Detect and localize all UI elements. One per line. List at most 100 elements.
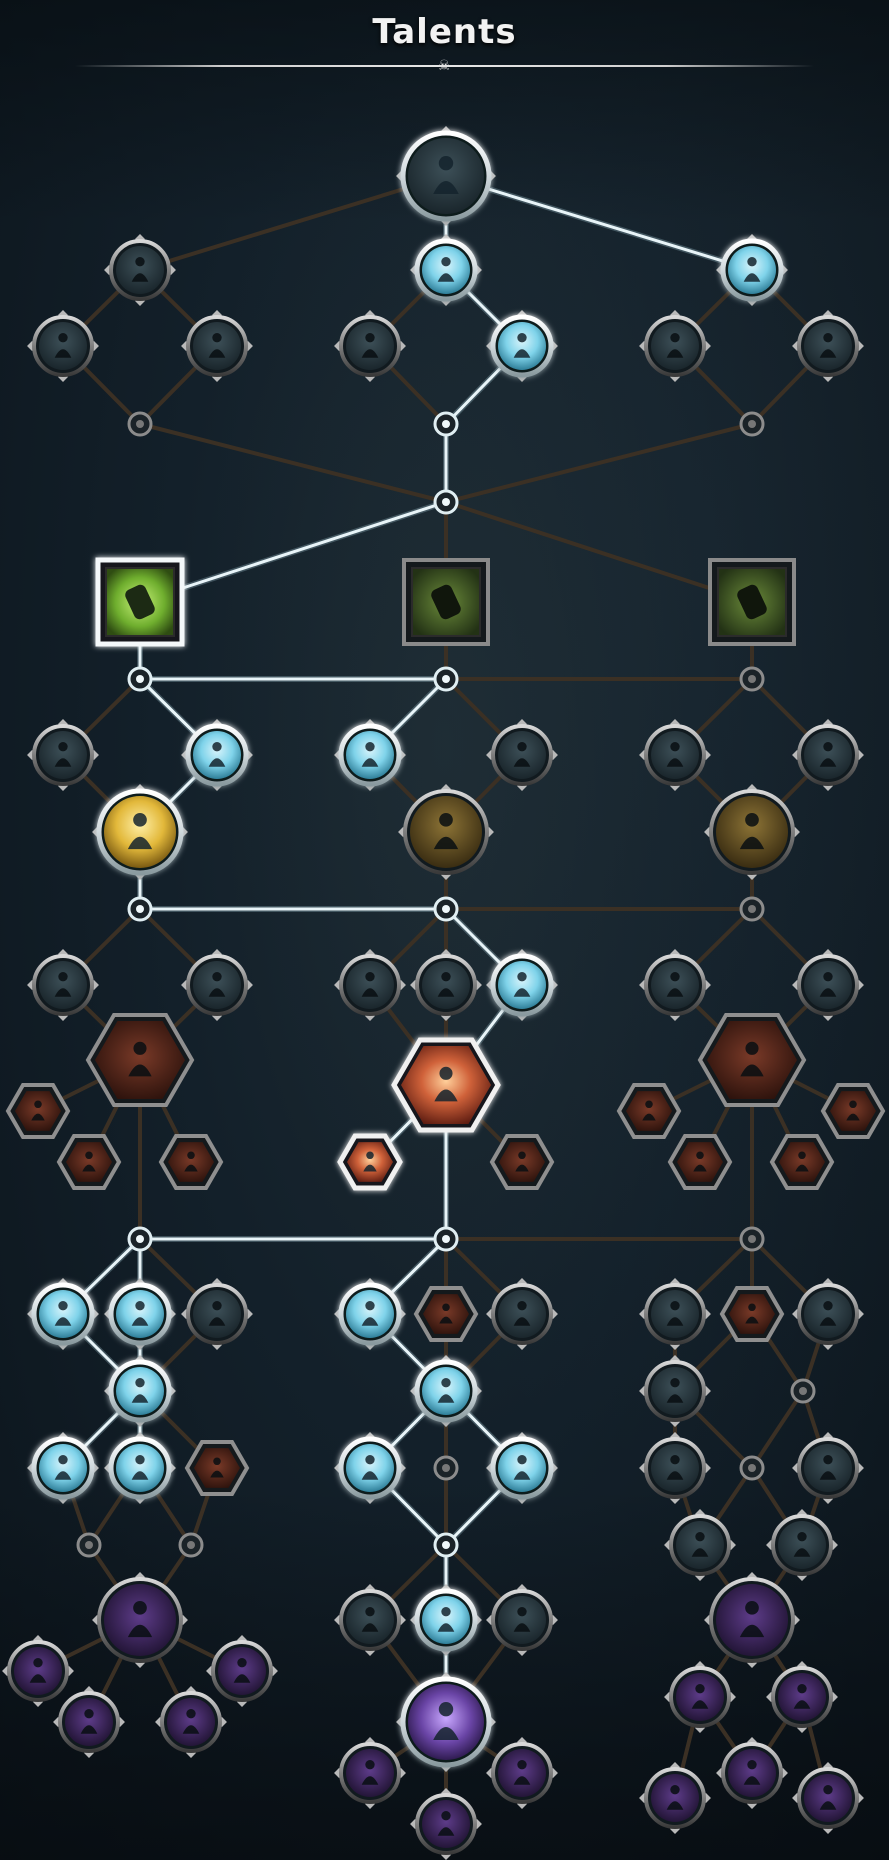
icon-glyph-body	[513, 1317, 531, 1326]
crossed-x-icon[interactable]	[413, 1286, 479, 1342]
rifleman-icon[interactable]	[664, 1661, 736, 1733]
twin-swords-icon[interactable]	[704, 1572, 800, 1668]
aura-hand-icon[interactable]	[92, 1572, 188, 1668]
sword-icon[interactable]	[766, 1661, 838, 1733]
dash-icon[interactable]	[181, 719, 253, 791]
beast-icon[interactable]	[158, 1134, 224, 1190]
brawler-icon[interactable]	[639, 1762, 711, 1834]
blade-swing-icon[interactable]	[639, 719, 711, 791]
talent-link-active	[138, 500, 448, 604]
grenade-icon[interactable]	[95, 557, 185, 647]
horned-helm-icon[interactable]	[5, 1083, 71, 1139]
stim-vial-icon[interactable]	[410, 1355, 482, 1427]
icon-glyph-body	[54, 988, 72, 997]
ogryn-icon[interactable]	[27, 1278, 99, 1350]
strike-icon[interactable]	[53, 1686, 125, 1758]
crosshair-icon[interactable]	[104, 234, 176, 306]
ammo-icon[interactable]	[410, 949, 482, 1021]
hooded-figure-icon[interactable]	[697, 1013, 807, 1107]
bulwark-icon[interactable]	[719, 1286, 785, 1342]
grenade-icon[interactable]	[708, 558, 796, 646]
sprint-icon[interactable]	[704, 784, 800, 880]
icon-glyph-head	[84, 1709, 94, 1719]
ammo-belt-icon[interactable]	[27, 1432, 99, 1504]
half-shield-icon[interactable]	[334, 1432, 406, 1504]
medkit-icon[interactable]	[639, 949, 711, 1021]
icon-glyph-head	[439, 1066, 453, 1080]
leap-icon[interactable]	[792, 719, 864, 791]
banner-shield-icon[interactable]	[639, 1432, 711, 1504]
charge-figure-icon[interactable]	[398, 784, 494, 880]
roar-icon[interactable]	[486, 310, 558, 382]
ghost-icon[interactable]	[2, 1635, 74, 1707]
icon-glyph-head	[133, 1601, 147, 1615]
swap-arrows-icon[interactable]	[716, 1737, 788, 1809]
icon-glyph-body	[433, 181, 459, 194]
icon-glyph-body	[361, 1317, 379, 1326]
raised-fist-icon[interactable]	[391, 1037, 501, 1133]
icon-glyph-body	[434, 1089, 458, 1102]
warrior-icon[interactable]	[820, 1083, 886, 1139]
shatter-icon[interactable]	[85, 1013, 195, 1107]
aura-figure-icon[interactable]	[396, 1672, 496, 1772]
fist-icon[interactable]	[181, 310, 253, 382]
trooper-icon[interactable]	[181, 1278, 253, 1350]
praying-icon[interactable]	[56, 1134, 122, 1190]
phone-icon[interactable]	[639, 310, 711, 382]
knife-icon[interactable]	[27, 719, 99, 791]
chevrons-icon[interactable]	[486, 1737, 558, 1809]
node-fill	[66, 1142, 112, 1182]
duel-icon[interactable]	[639, 1355, 711, 1427]
guard-icon[interactable]	[334, 1278, 406, 1350]
berserk-icon[interactable]	[334, 1584, 406, 1656]
crossed-blades-icon[interactable]	[410, 1584, 482, 1656]
sentry-icon[interactable]	[334, 1737, 406, 1809]
demon-icon[interactable]	[667, 1134, 733, 1190]
icon-glyph-head	[670, 1455, 680, 1465]
lunge-icon[interactable]	[792, 1762, 864, 1834]
red-shield-icon[interactable]	[337, 1133, 403, 1191]
icon-glyph-head	[670, 333, 680, 343]
mage-icon[interactable]	[104, 1278, 176, 1350]
junction-core	[136, 675, 144, 683]
grenade-icon[interactable]	[402, 558, 490, 646]
kick-icon[interactable]	[489, 1134, 555, 1190]
icon-glyph-head	[849, 1100, 857, 1109]
hand-stim-icon[interactable]	[486, 1432, 558, 1504]
soldier-icon[interactable]	[334, 310, 406, 382]
grenade-pin-icon[interactable]	[27, 310, 99, 382]
roaring-face-icon[interactable]	[104, 1432, 176, 1504]
icon-glyph-body	[210, 1470, 224, 1478]
node-fill	[676, 1673, 724, 1721]
figure-icon[interactable]	[410, 1788, 482, 1860]
whirl-icon[interactable]	[206, 1635, 278, 1707]
shield-hand-icon[interactable]	[410, 234, 482, 306]
icon-glyph-head	[823, 742, 833, 752]
gun-icon[interactable]	[792, 1432, 864, 1504]
shield-plus-icon[interactable]	[104, 1355, 176, 1427]
swoop-icon[interactable]	[486, 1278, 558, 1350]
node-fill	[778, 1521, 826, 1569]
sneak-icon[interactable]	[639, 1278, 711, 1350]
punch-icon[interactable]	[155, 1686, 227, 1758]
skull-gear-icon[interactable]	[716, 234, 788, 306]
fish-bone-icon[interactable]	[616, 1083, 682, 1139]
slash-icon[interactable]	[792, 949, 864, 1021]
brace-icon[interactable]	[184, 1440, 250, 1496]
wound-icon[interactable]	[27, 949, 99, 1021]
claw-icon[interactable]	[792, 310, 864, 382]
pistol-icon[interactable]	[664, 1509, 736, 1581]
barricade-icon[interactable]	[334, 949, 406, 1021]
armored-figure-icon[interactable]	[181, 949, 253, 1021]
crouch-icon[interactable]	[766, 1509, 838, 1581]
canister-icon[interactable]	[334, 719, 406, 791]
icon-glyph-head	[748, 1303, 756, 1312]
rifle-icon[interactable]	[792, 1278, 864, 1350]
heart-stim-icon[interactable]	[486, 949, 558, 1021]
node-fill	[651, 1367, 699, 1415]
ogre-face-icon[interactable]	[486, 1584, 558, 1656]
brute-icon[interactable]	[486, 719, 558, 791]
crossed-swords-icon[interactable]	[92, 784, 188, 880]
skull-laurel-icon[interactable]	[396, 126, 496, 226]
cultist-icon[interactable]	[769, 1134, 835, 1190]
